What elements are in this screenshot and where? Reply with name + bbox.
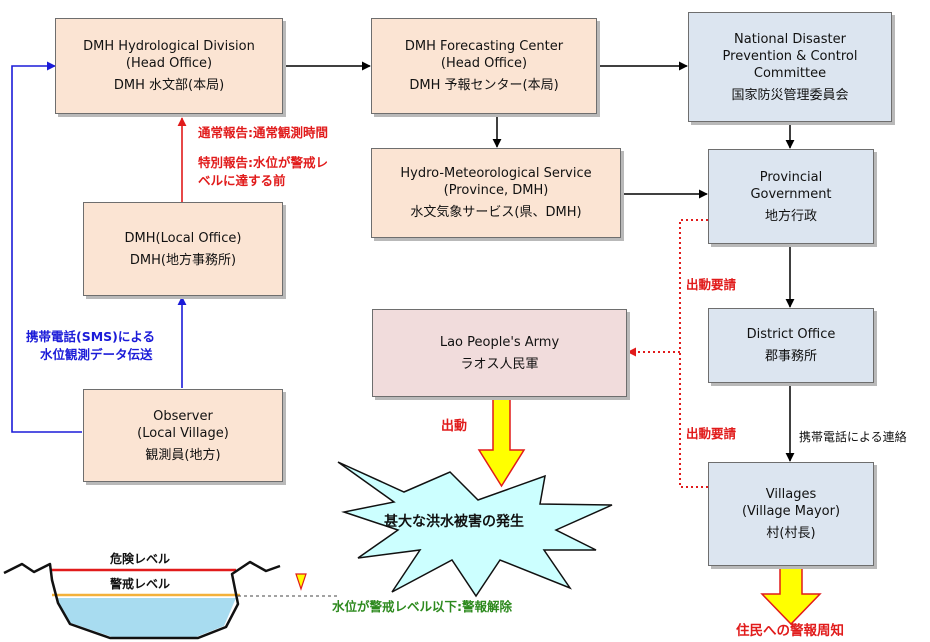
label-special-report-line2: ベルに達する前 [198, 173, 286, 188]
water-level-marker-icon [295, 573, 307, 591]
box-dmh-forecasting-center: DMH Forecasting Center (Head Office) DMH… [371, 18, 597, 114]
villages-jp: 村(村長) [766, 526, 816, 541]
district-jp: 郡事務所 [764, 349, 817, 364]
villages-subtitle: (Village Mayor) [741, 504, 841, 519]
label-warning-release: 水位が警戒レベル以下:警報解除 [332, 599, 512, 614]
hms-jp: 水文気象サービス(県、DMH) [410, 205, 582, 220]
label-sms-line2: 水位観測データ伝送 [40, 347, 153, 362]
label-normal-report: 通常報告:通常観測時間 [198, 125, 328, 140]
ndpcc-jp: 国家防災管理委員会 [731, 87, 849, 103]
box-district-office: District Office 郡事務所 [708, 308, 874, 383]
label-danger-level: 危険レベル [110, 552, 171, 566]
provincial-line2: Government [750, 186, 832, 202]
villages-title: Villages [765, 487, 817, 502]
observer-subtitle: (Local Village) [137, 425, 229, 441]
hydro-division-subtitle: (Head Office) [125, 56, 213, 71]
local-office-jp: DMH(地方事務所) [129, 252, 237, 268]
box-villages: Villages (Village Mayor) 村(村長) [708, 462, 874, 566]
box-hydro-meteorological-service: Hydro-Meteorological Service (Province, … [371, 148, 621, 238]
provincial-line1: Provincial [759, 169, 823, 185]
forecast-title: DMH Forecasting Center [404, 39, 564, 54]
hms-subtitle: (Province, DMH) [443, 183, 549, 198]
label-disaster: 甚大な洪水被害の発生 [384, 514, 524, 530]
box-observer: Observer (Local Village) 観測員(地方) [83, 389, 283, 482]
ndpcc-line3: Committee [753, 65, 827, 81]
label-dispatch-request-1: 出動要請 [686, 277, 737, 292]
label-special-report-line1: 特別報告:水位が警戒レ [198, 155, 328, 170]
label-phone-contact: 携帯電話による連絡 [799, 430, 907, 444]
arrow-observer-to-hydro-division [11, 61, 82, 433]
observer-title: Observer [153, 408, 213, 424]
local-office-title: DMH(Local Office) [124, 230, 242, 246]
box-dmh-local-office: DMH(Local Office) DMH(地方事務所) [83, 202, 283, 296]
label-dispatch-request-2: 出動要請 [686, 426, 737, 441]
hydro-division-jp: DMH 水文部(本局) [113, 78, 225, 93]
dotted-villages-to-army [679, 352, 708, 488]
riverbank-outline [3, 560, 281, 640]
army-title: Lao People's Army [439, 334, 560, 350]
forecast-jp: DMH 予報センター(本局) [409, 78, 559, 93]
label-dispatch: 出動 [441, 419, 468, 434]
dotted-provincial-to-army [627, 219, 708, 357]
army-jp: ラオス人民軍 [460, 356, 539, 372]
hms-title: Hydro-Meteorological Service [400, 166, 592, 181]
public-warning-arrow-icon [760, 567, 822, 626]
forecast-subtitle: (Head Office) [440, 56, 528, 71]
label-sms-line1: 携帯電話(SMS)による [26, 329, 155, 344]
hydro-division-title: DMH Hydrological Division [83, 39, 255, 54]
box-ndpcc: National Disaster Prevention & Control C… [688, 12, 892, 122]
explosion-burst-shape [337, 461, 613, 598]
observer-jp: 観測員(地方) [145, 447, 221, 463]
provincial-jp: 地方行政 [764, 208, 817, 224]
ndpcc-line1: National Disaster [734, 31, 846, 47]
label-warning-level: 警戒レベル [110, 577, 171, 591]
district-title: District Office [746, 327, 836, 342]
box-provincial-government: Provincial Government 地方行政 [708, 149, 874, 244]
ndpcc-line2: Prevention & Control [722, 48, 858, 64]
box-lao-peoples-army: Lao People's Army ラオス人民軍 [372, 309, 627, 397]
river-water [56, 598, 236, 637]
dispatch-arrow-icon [477, 397, 526, 488]
label-public-warning: 住民への警報周知 [736, 623, 844, 639]
box-dmh-hydrological-division: DMH Hydrological Division (Head Office) … [55, 18, 283, 114]
